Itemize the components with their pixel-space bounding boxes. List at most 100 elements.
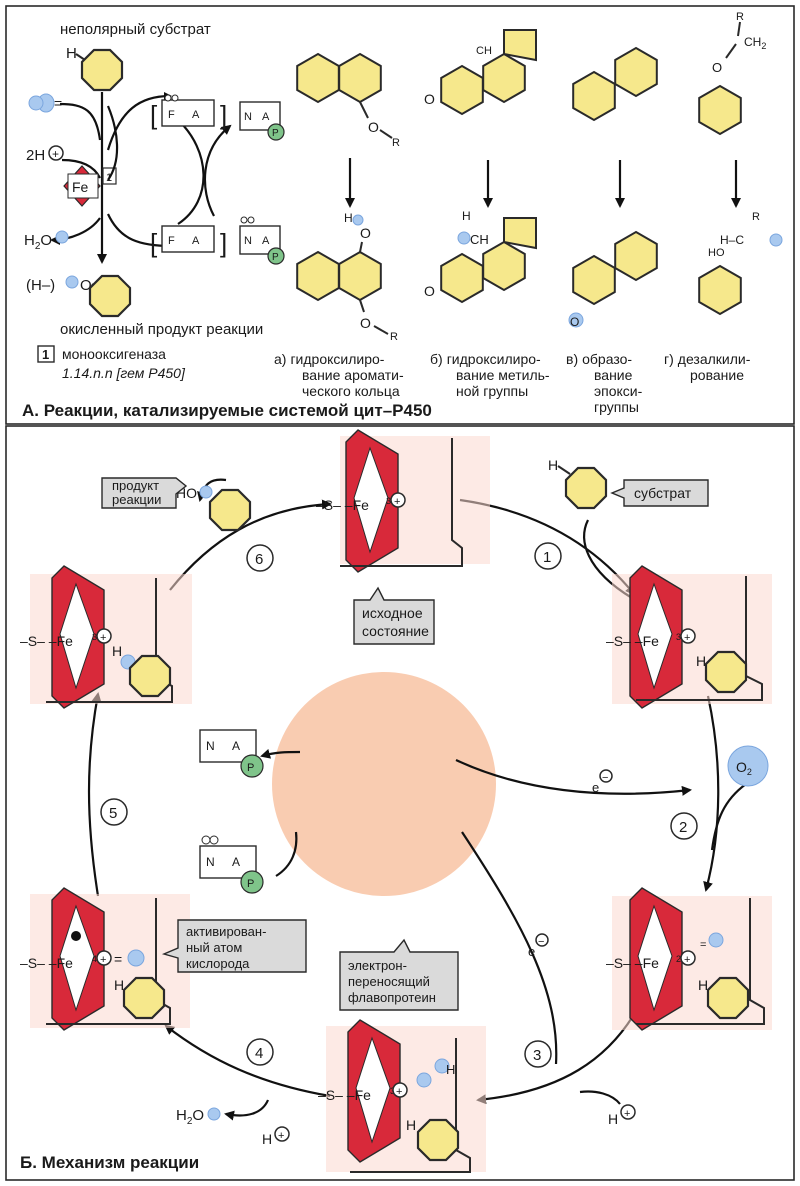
svg-text:ческого кольца: ческого кольца [302,383,400,399]
svg-text:H: H [114,977,124,993]
svg-text:e: e [592,780,599,795]
svg-text:реакции: реакции [112,492,161,507]
svg-text:ной группы: ной группы [456,383,528,399]
svg-text:электрон-: электрон- [348,958,407,973]
svg-text:]: ] [220,100,227,130]
svg-text:–S– –Fe: –S– –Fe [316,497,369,513]
product-token: HO [176,485,252,532]
svg-text:в)образо-: в)образо- [566,351,632,367]
svg-text:O2: O2 [736,759,752,777]
svg-text:H: H [262,1131,272,1147]
svg-text:–S– –Fe: –S– –Fe [606,955,659,971]
svg-text:рование: рование [690,367,744,383]
svg-text:A: A [232,855,240,869]
svg-text:CH: CH [470,232,489,247]
svg-text:=: = [54,95,62,111]
svg-text:O: O [424,91,435,107]
fe-heme-small: Fe 1 [63,165,117,207]
callout-product: продукт реакции [101,477,188,509]
flavin-p-bottom-a: N A P [239,216,285,265]
panel-b-title: Б. Механизм реакции [20,1153,199,1172]
flavoprotein-circle [272,672,496,896]
svg-text:H2O: H2O [176,1107,204,1127]
svg-text:H: H [698,977,708,993]
callout-flavo: электрон- переносящий флавопротеин [339,938,459,1011]
svg-text:P: P [272,252,279,263]
svg-text:O: O [570,315,579,329]
svg-text:A: A [262,111,270,123]
svg-text:H: H [406,1117,416,1133]
svg-text:F: F [168,109,175,121]
svg-text:O: O [424,283,435,299]
svg-text:HO: HO [708,247,725,259]
svg-text:]: ] [220,228,227,258]
svg-text:+: + [394,496,400,508]
heme-oxygen-bound: –S– –Fe 2 + = H [606,887,772,1031]
svg-text:группы: группы [594,399,639,415]
svg-text:F: F [168,235,175,247]
activated-oxygen [127,949,145,967]
svg-text:N: N [244,235,252,247]
svg-text:[: [ [150,100,158,130]
svg-text:+: + [278,1130,284,1142]
svg-text:CH2: CH2 [744,35,766,51]
svg-text:A: A [262,235,270,247]
electron-2: e − [528,933,549,959]
svg-text:+: + [52,147,59,161]
substrate-label: неполярный субстрат [60,21,211,38]
substrate-octagon [80,48,124,92]
svg-text:O: O [368,119,379,135]
svg-text:флавопротеин: флавопротеин [348,990,436,1005]
svg-text:б)гидроксилиро-: б)гидроксилиро- [430,351,541,367]
product-label: окисленный продукт реакции [60,321,263,338]
flavin-reduced-b: N A P [199,835,264,894]
reaction-d-structures: R CH2 O R H–C HO [698,11,783,315]
svg-text:1: 1 [543,549,551,566]
svg-text:N: N [244,111,252,123]
reaction-captions: а)гидроксилиро- вание аромати- ческого к… [274,351,751,415]
svg-text:3: 3 [92,632,97,642]
svg-text:исходное: исходное [362,605,423,621]
svg-text:продукт: продукт [112,478,159,493]
svg-text:−: − [538,936,544,948]
panel-b-frame [5,425,795,1181]
svg-text:R: R [752,211,760,223]
svg-text:A: A [192,109,200,121]
svg-text:CH: CH [476,45,492,57]
flavin-p-top-a: N A P [239,101,285,141]
svg-text:H: H [112,643,122,659]
product-h: (H–) [26,277,55,294]
svg-text:–S– –Fe: –S– –Fe [20,633,73,649]
svg-text:N: N [206,855,215,869]
panel-a-frame [5,5,795,425]
o2-token: O2 [727,745,769,787]
svg-text:H–C: H–C [720,233,744,247]
water-b: H2O [176,1107,221,1127]
enzyme-name: монооксигеназа [62,346,166,362]
reaction-b-structures: CH O H CH O [424,29,537,303]
heme-peroxo: –S– –Fe 3 + H H [318,1019,486,1173]
svg-text:R: R [390,331,398,343]
heme-initial: –S– –Fe 3 + [316,429,490,573]
panel-a-cycle: неполярный субстрат H = 2H + Fe 1 H2O (H… [24,21,285,381]
svg-text:6: 6 [255,551,263,568]
svg-text:–S– –Fe: –S– –Fe [318,1087,371,1103]
svg-text:H: H [608,1111,618,1127]
svg-text:R: R [736,11,744,23]
svg-text:субстрат: субстрат [634,485,692,501]
svg-text:e: e [528,944,535,959]
svg-text:A: A [192,235,200,247]
step-numbers: 1 2 3 4 5 6 [100,542,698,1068]
svg-text:2: 2 [679,819,687,836]
reaction-a-structures: O R H O O R [296,53,400,343]
flavin-oxidized-a: [ ] F A [150,94,227,130]
reaction-c-structures: O [568,47,658,329]
svg-text:2: 2 [676,954,681,964]
svg-text:ный атом: ный атом [186,940,242,955]
svg-text:+: + [624,1108,630,1120]
callout-activated: активирован- ный атом кислорода [161,919,307,973]
svg-text:P: P [272,128,279,139]
svg-text:а)гидроксилиро-: а)гидроксилиро- [274,351,385,367]
svg-text:эпокси-: эпокси- [594,383,643,399]
